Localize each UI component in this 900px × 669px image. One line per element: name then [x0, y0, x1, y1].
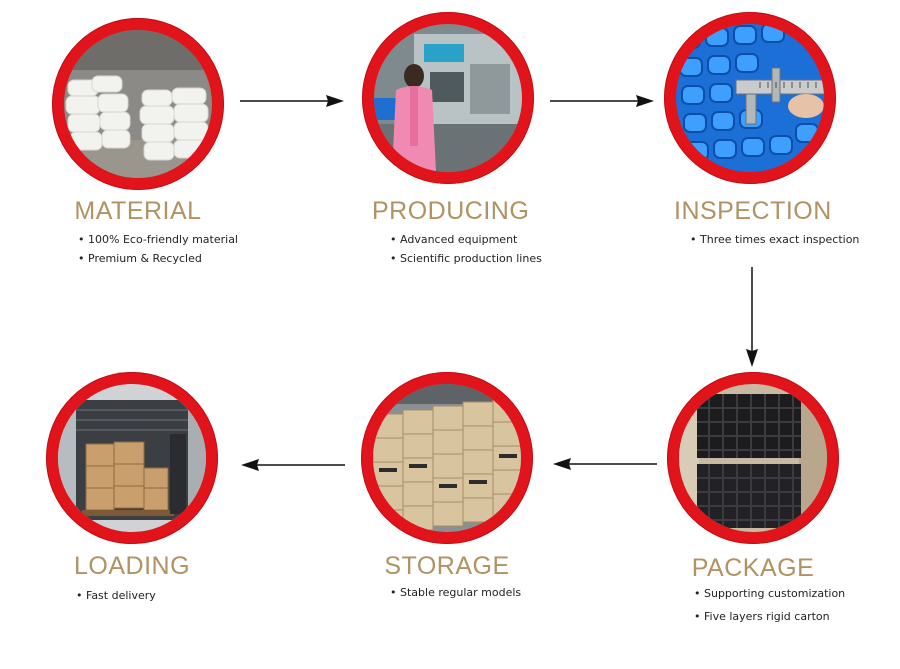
material-title: MATERIAL — [74, 197, 202, 225]
arrow-right-icon — [550, 95, 654, 107]
arrow-right-icon — [240, 95, 344, 107]
storage-bullets: Stable regular models — [390, 583, 521, 602]
package-photo — [679, 384, 827, 532]
package-bullets: Supporting customization Five layers rig… — [694, 584, 845, 626]
storage-title: STORAGE — [384, 552, 510, 580]
loading-photo — [58, 384, 206, 532]
loading-bullets: Fast delivery — [76, 586, 156, 605]
loading-bullet-1: Fast delivery — [76, 586, 156, 605]
inspection-bullet-1: Three times exact inspection — [690, 230, 859, 249]
arrow-left-icon — [553, 458, 657, 470]
package-bullet-1: Supporting customization — [694, 584, 845, 603]
material-photo — [64, 30, 212, 178]
material-bullets: 100% Eco-friendly material Premium & Rec… — [78, 230, 238, 268]
producing-bullets: Advanced equipment Scientific production… — [390, 230, 542, 268]
producing-photo — [374, 24, 522, 172]
package-bullet-2: Five layers rigid carton — [694, 607, 845, 626]
producing-bullet-1: Advanced equipment — [390, 230, 542, 249]
inspection-bullets: Three times exact inspection — [690, 230, 859, 249]
arrow-down-icon — [746, 267, 758, 367]
material-bullet-2: Premium & Recycled — [78, 249, 238, 268]
loading-title: LOADING — [73, 552, 191, 580]
producing-bullet-2: Scientific production lines — [390, 249, 542, 268]
arrow-left-icon — [241, 459, 345, 471]
storage-photo — [373, 384, 521, 532]
material-bullet-1: 100% Eco-friendly material — [78, 230, 238, 249]
producing-title: PRODUCING — [372, 197, 530, 225]
storage-bullet-1: Stable regular models — [390, 583, 521, 602]
inspection-photo — [676, 24, 824, 172]
package-title: PACKAGE — [691, 554, 815, 582]
inspection-title: INSPECTION — [674, 197, 832, 225]
